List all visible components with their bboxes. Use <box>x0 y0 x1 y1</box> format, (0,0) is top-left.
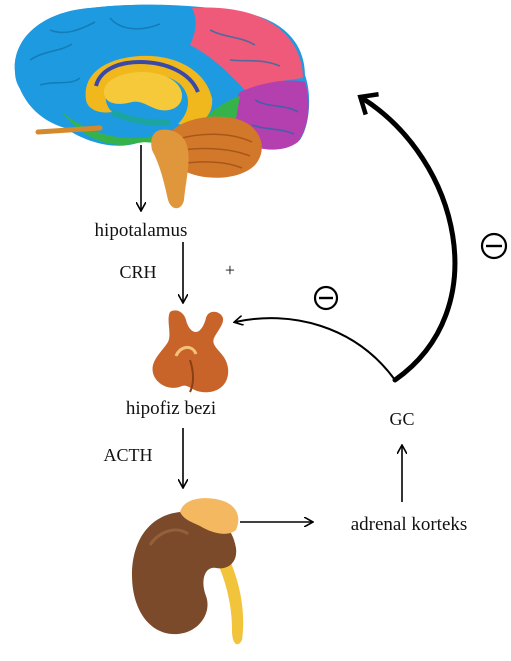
label-hypothalamus: hipotalamus <box>95 220 188 241</box>
feedback-arrow-to-pituitary <box>235 318 395 380</box>
brainstem <box>151 130 188 209</box>
negative-sign-brain <box>482 234 506 258</box>
pituitary-body <box>153 310 229 392</box>
label-acth: ACTH <box>104 445 153 465</box>
label-plus: + <box>225 260 235 280</box>
label-adrenal-cortex: adrenal korteks <box>351 514 468 535</box>
label-crh: CRH <box>119 262 156 282</box>
negative-sign-pituitary <box>315 287 337 309</box>
brain-illustration <box>15 5 309 209</box>
label-gc: GC <box>389 409 414 429</box>
kidney-adrenal-illustration <box>132 498 243 644</box>
feedback-arrow-to-brain <box>362 98 455 380</box>
label-pituitary: hipofiz bezi <box>126 398 216 419</box>
pituitary-gland-illustration <box>153 310 229 392</box>
